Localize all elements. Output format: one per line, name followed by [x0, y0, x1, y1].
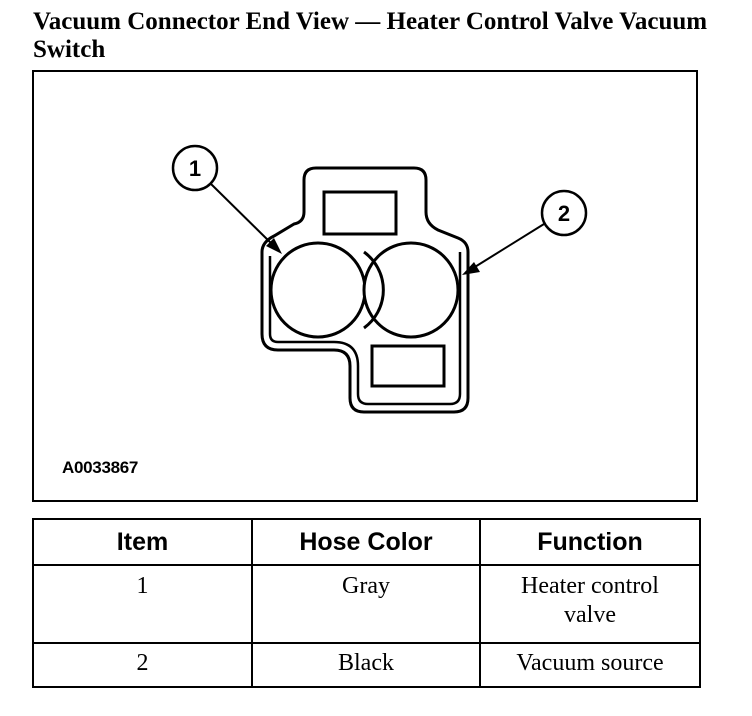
legend-table: Item Hose Color Function 1 Gray Heater c… — [32, 518, 701, 688]
vacuum-port-1 — [269, 241, 367, 339]
cell-hose-color: Gray — [251, 564, 481, 644]
column-header-function: Function — [479, 518, 701, 566]
callout-2-arrowhead — [462, 262, 480, 275]
callout-2-circle — [540, 189, 588, 237]
vacuum-port-1-overlap-arc — [363, 250, 385, 330]
column-header-hose-color: Hose Color — [251, 518, 481, 566]
connector-inner-outline — [268, 252, 462, 406]
callout-1-leader — [210, 183, 277, 249]
connector-diagram: 1 2 A0033867 — [32, 70, 698, 502]
top-key-slot — [322, 190, 398, 236]
callout-2-label: 2 — [558, 201, 570, 226]
cell-item: 1 — [32, 564, 253, 644]
cell-function: Heater control valve — [479, 564, 701, 644]
function-line: Heater control — [521, 573, 659, 599]
cell-item: 2 — [32, 642, 253, 688]
connector-drawing: 1 2 — [171, 144, 588, 414]
callout-1-arrowhead — [266, 238, 282, 254]
vacuum-port-2 — [362, 241, 460, 339]
function-line: valve — [564, 602, 616, 628]
callout-1-label: 1 — [189, 156, 201, 181]
bottom-key-slot — [370, 344, 446, 388]
cell-function: Vacuum source — [479, 642, 701, 688]
callout-2-leader — [469, 223, 545, 271]
cell-hose-color: Black — [251, 642, 481, 688]
column-header-item: Item — [32, 518, 253, 566]
connector-outline — [260, 166, 470, 414]
page-title: Vacuum Connector End View — Heater Contr… — [33, 8, 708, 63]
function-line: Vacuum source — [516, 650, 664, 676]
figure-id: A0033867 — [62, 458, 139, 477]
callout-1-circle — [171, 144, 219, 192]
table-row: 1 Gray Heater control valve — [32, 564, 701, 644]
table-row: 2 Black Vacuum source — [32, 642, 701, 688]
table-header-row: Item Hose Color Function — [32, 518, 701, 566]
